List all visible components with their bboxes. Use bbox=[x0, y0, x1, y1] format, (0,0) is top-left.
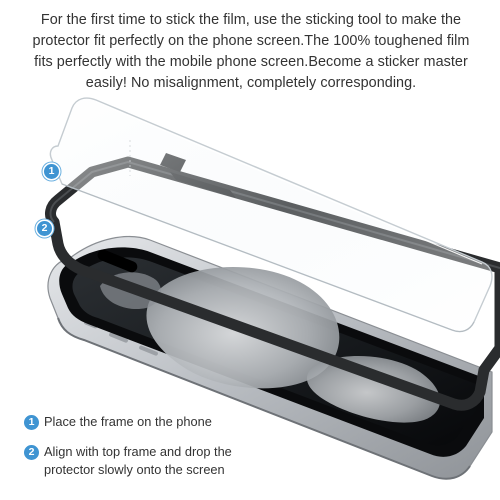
step-2-badge: 2 bbox=[24, 445, 39, 460]
callout-badge-1: 2 bbox=[37, 221, 52, 236]
intro-line-4: easily! No misalignment, completely corr… bbox=[85, 75, 417, 91]
intro-text: For the first time to stick the film, us… bbox=[14, 10, 488, 94]
step-2-text-line-2: protector slowly onto the screen bbox=[44, 462, 225, 477]
installation-illustration bbox=[45, 97, 500, 480]
intro-line-1: For the first time to stick the film, us… bbox=[40, 12, 462, 28]
side-button bbox=[139, 345, 158, 356]
dynamic-island bbox=[97, 249, 138, 273]
intro-line-2: protector fit perfectly on the phone scr… bbox=[32, 33, 470, 49]
step-1-badge: 1 bbox=[24, 415, 39, 430]
step-1-text: Place the frame on the phone bbox=[44, 414, 212, 429]
step-2-text-line-1: Align with top frame and drop the bbox=[44, 444, 232, 459]
intro-line-3: fits perfectly with the mobile phone scr… bbox=[34, 54, 468, 70]
glass-protector bbox=[49, 97, 493, 333]
wallpaper-shape bbox=[306, 355, 441, 423]
callout-badge-2: 1 bbox=[44, 164, 59, 179]
side-button bbox=[109, 332, 128, 343]
